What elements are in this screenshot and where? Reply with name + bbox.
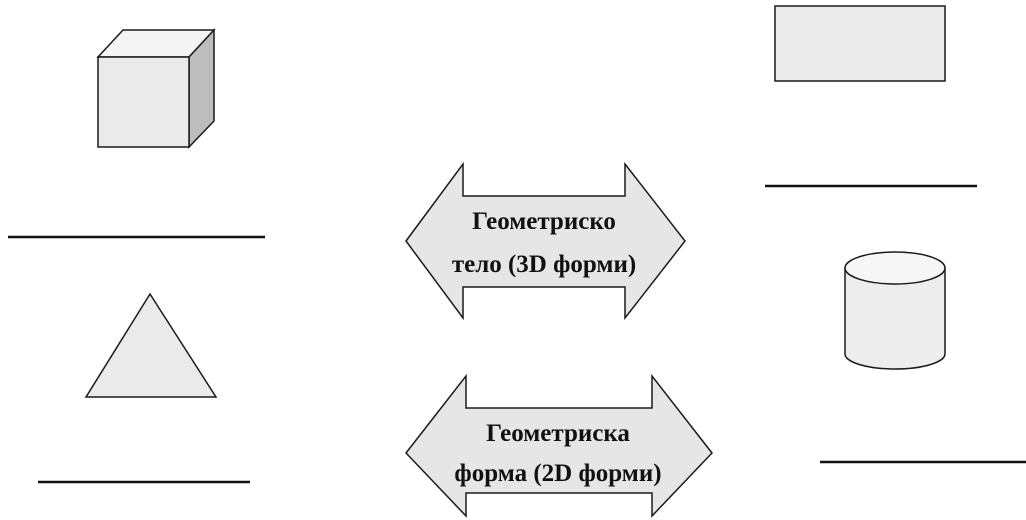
arrow-2d-label-line1: Геометриска [486, 420, 630, 447]
arrow-3d-label-line1: Геометриско [472, 208, 616, 235]
arrow-2d-label-line2: форма (2D форми) [454, 460, 661, 487]
double-arrow-2d: Геометриска форма (2D форми) [405, 373, 713, 518]
double-arrow-icon [405, 161, 686, 321]
double-arrow-icon [405, 373, 713, 518]
triangle-icon [84, 292, 218, 398]
double-arrow-3d: Геометриско тело (3D форми) [405, 161, 686, 321]
rectangle-icon [774, 5, 946, 82]
cylinder-icon [844, 251, 946, 370]
arrow-3d-label-line2: тело (3D форми) [452, 251, 636, 278]
cube-icon [96, 28, 216, 149]
